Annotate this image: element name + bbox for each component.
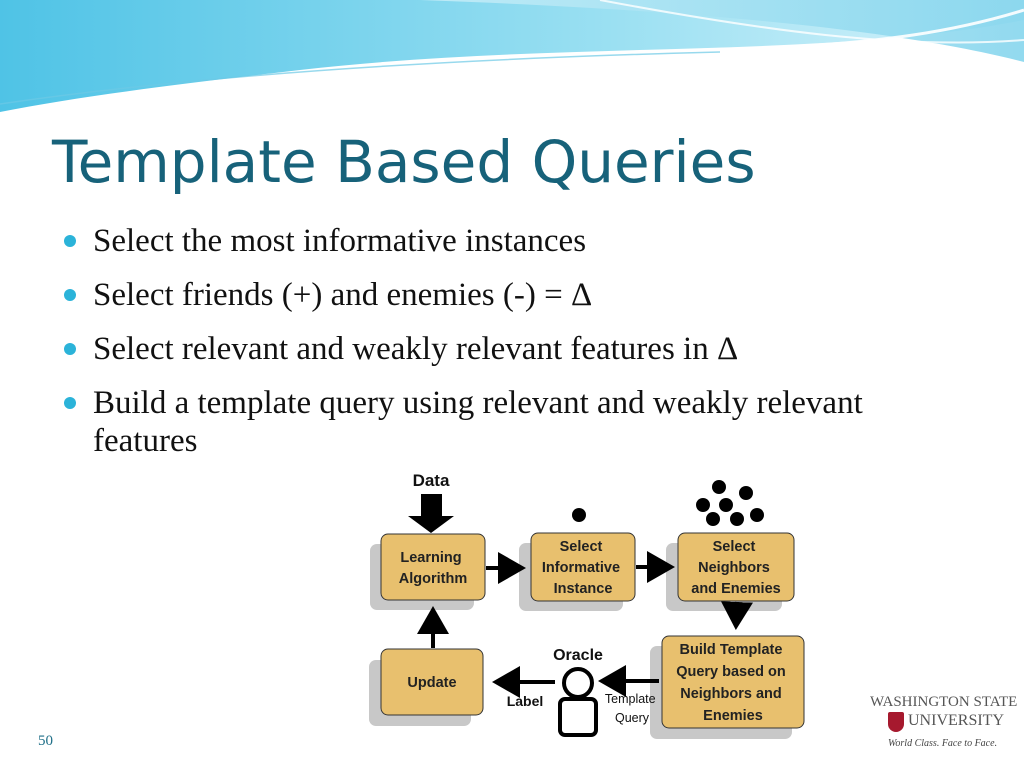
header-wave-decoration <box>0 0 1024 120</box>
instance-dot-icon <box>572 508 586 522</box>
university-logo: WASHINGTON STATE UNIVERSITY World Class.… <box>866 694 1017 754</box>
data-arrow-icon <box>408 494 454 533</box>
slide-title: Template Based Queries <box>52 128 756 196</box>
flow-arrows <box>417 551 753 698</box>
data-label: Data <box>413 471 450 490</box>
select-instance-box: Select Informative Instance <box>519 532 636 611</box>
bullet-dot-icon <box>64 235 76 247</box>
svg-text:Build Template Query bas: Build Template Query based on Neighbors … <box>676 642 790 724</box>
label-text: Label <box>507 693 544 709</box>
build-template-box: Build Template Query based on Neighbors … <box>650 635 805 739</box>
oracle-person-icon <box>558 667 598 737</box>
logo-tagline: World Class. Face to Face. <box>888 738 998 749</box>
neighbors-dots-icon <box>696 480 764 526</box>
bullet-item: Select relevant and weakly relevant feat… <box>62 330 912 368</box>
bullet-item: Select friends (+) and enemies (-) = Δ <box>62 276 912 314</box>
bullet-item: Build a template query using relevant an… <box>62 384 912 460</box>
svg-text:Select Neighbors a: Select Neighbors and Enemies <box>691 539 780 597</box>
svg-text:Update: Update <box>407 675 456 691</box>
svg-text:Select Informative: Select Informative Instance <box>542 539 624 597</box>
logo-line1: WASHINGTON STATE <box>870 694 1018 710</box>
slide-number: 50 <box>38 733 53 749</box>
university-seal-icon <box>888 712 904 732</box>
logo-line2: UNIVERSITY <box>908 712 1004 729</box>
template-query-label: Template Query <box>605 692 659 725</box>
bullet-dot-icon <box>64 343 76 355</box>
oracle-label: Oracle <box>553 647 603 664</box>
update-box: Update <box>369 648 484 726</box>
learning-algorithm-box: Learning Algorithm <box>370 533 486 610</box>
bullet-dot-icon <box>64 289 76 301</box>
bullet-dot-icon <box>64 397 76 409</box>
bullet-list: Select the most informative instances Se… <box>62 222 912 476</box>
select-neighbors-box: Select Neighbors and Enemies <box>666 532 795 611</box>
svg-text:Learning Algorithm: Learning Algorithm <box>399 550 467 587</box>
bullet-item: Select the most informative instances <box>62 222 912 260</box>
